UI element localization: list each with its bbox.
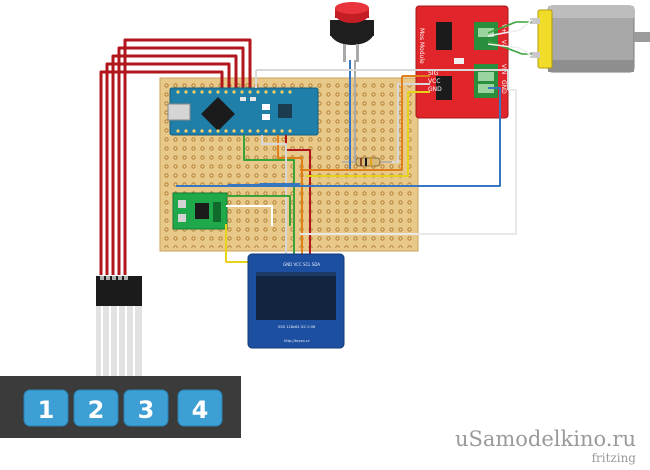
key-1: 1 bbox=[23, 389, 69, 427]
membrane-keypad: 1 2 3 4 bbox=[0, 376, 241, 438]
arduino-nano bbox=[167, 87, 319, 136]
push-button bbox=[330, 2, 374, 62]
mosfet-pin-gnd-right: GND bbox=[500, 80, 507, 94]
mosfet-title: Mos Module bbox=[418, 28, 425, 64]
key-4: 4 bbox=[177, 389, 223, 427]
mosfet-pin-vcc: VCC bbox=[428, 78, 440, 85]
oled-footer-text: http://bryan.cc bbox=[284, 339, 310, 343]
keypad-connector bbox=[96, 276, 142, 306]
watermark-tool: fritzing bbox=[592, 451, 637, 465]
oled-display: GND VCC SCL SDA SSD 128x64 I2C 0.96 http… bbox=[247, 253, 345, 349]
mosfet-module: Mos Module SIG VCC GND V+ V- VIN GND bbox=[415, 5, 509, 119]
keypad-wires bbox=[99, 38, 252, 275]
key-1-label: 1 bbox=[38, 396, 55, 424]
mosfet-pin-vminus: V- bbox=[500, 40, 507, 46]
mosfet-pin-vplus: V+ bbox=[500, 24, 507, 33]
key-2-label: 2 bbox=[88, 396, 105, 424]
key-2: 2 bbox=[73, 389, 119, 427]
key-3-label: 3 bbox=[138, 396, 155, 424]
mosfet-pin-gnd: GND bbox=[428, 86, 442, 93]
oled-header-pins: GND VCC SCL SDA bbox=[283, 262, 320, 267]
key-3: 3 bbox=[123, 389, 169, 427]
buck-converter bbox=[172, 192, 228, 230]
board-wires bbox=[176, 60, 517, 263]
mosfet-pin-sig: SIG bbox=[428, 70, 439, 77]
watermark-site: uSamodelkino.ru bbox=[455, 427, 636, 451]
oled-chip-label: SSD 128x64 I2C 0.96 bbox=[278, 325, 315, 329]
keypad-ribbon bbox=[96, 306, 142, 376]
motor-wires bbox=[487, 19, 533, 57]
key-4-label: 4 bbox=[192, 396, 209, 424]
dc-motor bbox=[530, 5, 650, 73]
